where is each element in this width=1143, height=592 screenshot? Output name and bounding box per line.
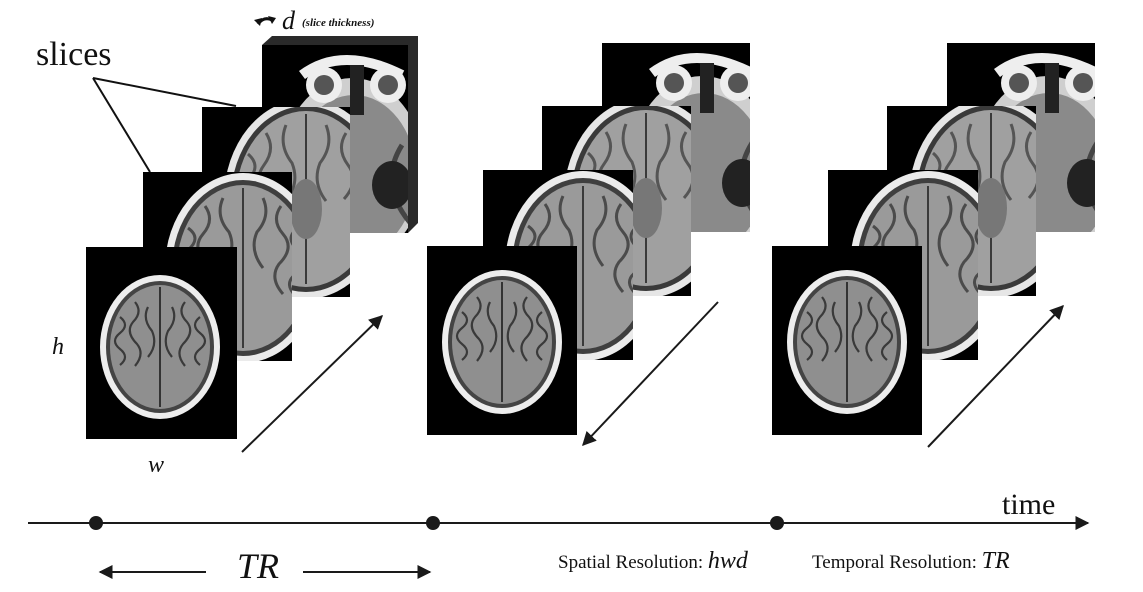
tr-label: TR	[237, 548, 279, 584]
time-axis	[28, 516, 1088, 530]
time-axis-label: time	[1002, 490, 1055, 520]
time-point-1	[89, 516, 103, 530]
volume-3-slice-1	[772, 246, 922, 435]
d-symbol: d	[282, 8, 295, 34]
volume-2-slice-1	[427, 246, 577, 435]
spatial-resolution: Spatial Resolution: hwd	[558, 549, 748, 573]
temporal-resolution-value: TR	[982, 548, 1010, 574]
spatial-resolution-label: Spatial Resolution:	[558, 552, 703, 573]
time-point-2	[426, 516, 440, 530]
volume-1	[86, 36, 424, 452]
width-label: w	[148, 453, 164, 477]
slice-thickness-label: (slice thickness)	[302, 18, 374, 29]
temporal-resolution: Temporal Resolution: TR	[812, 549, 1010, 573]
height-label: h	[52, 335, 64, 359]
thickness-arrow-icon	[254, 16, 276, 26]
slices-label: slices	[36, 38, 112, 72]
volume-3	[772, 43, 1119, 447]
volume-1-slice-1	[86, 247, 237, 439]
time-point-3	[770, 516, 784, 530]
volume-2	[427, 43, 774, 445]
spatial-resolution-value: hwd	[708, 548, 748, 574]
temporal-resolution-label: Temporal Resolution:	[812, 552, 977, 573]
